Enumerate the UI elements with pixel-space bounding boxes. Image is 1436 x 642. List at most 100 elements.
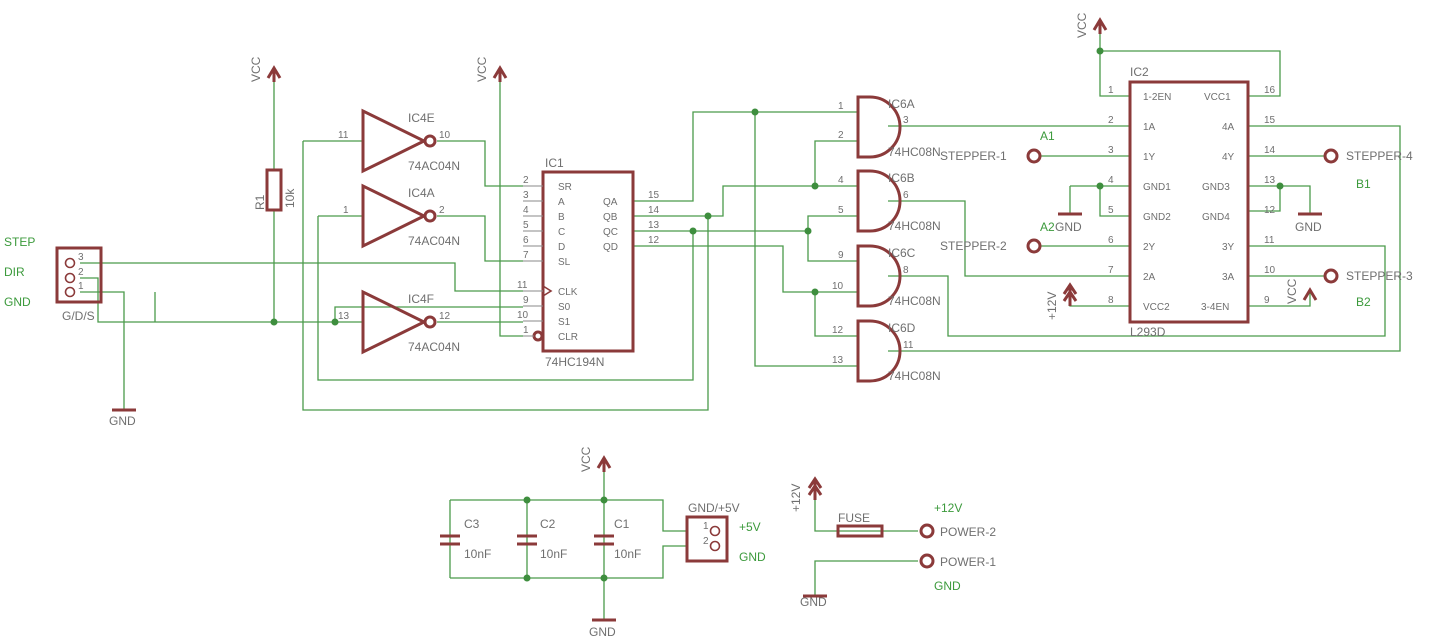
svg-text:11: 11 (517, 280, 528, 291)
svg-text:10: 10 (517, 310, 529, 321)
svg-text:IC4A: IC4A (408, 186, 435, 200)
svg-text:POWER-2: POWER-2 (940, 525, 996, 539)
svg-text:1A: 1A (1143, 122, 1156, 133)
pad-stepper-3: STEPPER-3 (1323, 268, 1413, 284)
svg-text:IC6A: IC6A (888, 97, 915, 111)
svg-text:VCC: VCC (1075, 12, 1089, 38)
capacitor-c1: C1 10nF (594, 517, 641, 561)
svg-text:2A: 2A (1143, 272, 1156, 283)
svg-text:74HC08N: 74HC08N (888, 369, 941, 383)
wire-power-gnd (814, 560, 918, 596)
svg-text:C1: C1 (614, 517, 630, 531)
svg-text:SR: SR (558, 182, 572, 193)
capacitor-c3: C3 10nF (440, 517, 491, 561)
svg-text:10: 10 (439, 130, 451, 141)
svg-text:SL: SL (558, 257, 571, 268)
gnd-symbol-ic2-right: GND (1295, 212, 1322, 234)
svg-text:74HC08N: 74HC08N (888, 219, 941, 233)
svg-text:13: 13 (338, 311, 350, 322)
svg-text:+12V: +12V (789, 484, 803, 512)
wire-ic4e-in (302, 140, 709, 411)
svg-text:GND: GND (1295, 220, 1322, 234)
net-label-power-gnd: GND (934, 579, 961, 593)
svg-text:QA: QA (603, 197, 618, 208)
svg-text:VCC2: VCC2 (1143, 302, 1170, 313)
svg-text:13: 13 (648, 220, 660, 231)
wire-3-4en (1248, 291, 1311, 307)
vcc-symbol-ic1: VCC (475, 56, 508, 82)
svg-text:5: 5 (1108, 205, 1114, 216)
net-label-12v: +12V (934, 501, 962, 515)
net-label-5v-gnd: GND (739, 550, 766, 564)
connector-gds-label: G/D/S (62, 309, 95, 323)
wire-2a (888, 200, 1130, 277)
svg-text:3: 3 (903, 115, 909, 126)
net-label-b1: B1 (1356, 177, 1371, 191)
svg-text:16: 16 (1264, 85, 1276, 96)
svg-text:9: 9 (1264, 295, 1270, 306)
svg-text:STEPPER-1: STEPPER-1 (940, 149, 1007, 163)
svg-text:GND1: GND1 (1143, 182, 1171, 193)
svg-text:74HC08N: 74HC08N (888, 145, 941, 159)
svg-text:12: 12 (832, 325, 844, 336)
wire-4a (888, 125, 1401, 352)
svg-text:12: 12 (1264, 205, 1276, 216)
pad-stepper-4: STEPPER-4 (1323, 148, 1413, 164)
svg-text:GND2: GND2 (1143, 212, 1171, 223)
svg-text:11: 11 (1264, 235, 1275, 246)
gnd-symbol-caps: GND (589, 618, 616, 639)
inverter-ic4e: IC4E 74AC04N 11 10 (338, 108, 460, 174)
wire-step (80, 262, 523, 292)
svg-text:1: 1 (523, 325, 529, 336)
svg-text:GND: GND (1055, 220, 1082, 234)
svg-text:15: 15 (648, 190, 660, 201)
svg-text:3: 3 (1108, 145, 1114, 156)
wire-gnd12 (1069, 185, 1130, 217)
junctions (270, 47, 1284, 582)
vcc-symbol-r1: VCC (249, 56, 282, 82)
svg-text:8: 8 (903, 265, 909, 276)
svg-text:74AC04N: 74AC04N (408, 234, 460, 248)
svg-text:10: 10 (1264, 265, 1276, 276)
ic2-motor-driver: IC2 L293D 1-2EN 1A 1Y GND1 GND2 2Y 2A VC… (1108, 65, 1276, 339)
svg-text:10: 10 (832, 281, 844, 292)
ic1-shift-register: IC1 74HC194N SR A B C D SL CLK S0 S1 CLR… (517, 156, 660, 369)
svg-text:7: 7 (523, 250, 529, 261)
net-label-a2: A2 (1040, 220, 1055, 234)
svg-text:R1: R1 (253, 194, 267, 210)
svg-text:4A: 4A (1222, 122, 1235, 133)
pad-stepper-2: STEPPER-2 (940, 238, 1042, 254)
wire-ic2-vcc (1099, 30, 1281, 97)
svg-text:13: 13 (832, 355, 844, 366)
svg-text:74HC194N: 74HC194N (545, 355, 604, 369)
svg-text:11: 11 (903, 340, 914, 351)
wire-qb (633, 185, 858, 217)
svg-text:2: 2 (838, 130, 844, 141)
wire-qc (633, 230, 858, 262)
gnd-symbol-connector: GND (109, 408, 136, 428)
svg-text:QD: QD (603, 242, 618, 253)
net-label-dir: DIR (4, 265, 25, 279)
inverter-ic4f: IC4F 74AC04N 13 12 (338, 289, 460, 355)
wire-3a (888, 245, 1386, 337)
gnd-symbol-power: GND (800, 594, 827, 609)
connector-gds: 3 2 1 G/D/S (55, 246, 103, 323)
svg-text:GND: GND (589, 625, 616, 639)
svg-text:2: 2 (523, 175, 529, 186)
svg-text:GND3: GND3 (1202, 182, 1230, 193)
svg-text:5: 5 (523, 220, 529, 231)
net-label-step: STEP (4, 235, 35, 249)
wire-and-b (814, 140, 858, 186)
pad-power-1: POWER-1 (919, 553, 996, 569)
net-label-gnd-signal: GND (4, 295, 31, 309)
svg-text:IC6C: IC6C (888, 246, 916, 260)
svg-text:2: 2 (703, 536, 709, 547)
svg-text:STEPPER-4: STEPPER-4 (1346, 149, 1413, 163)
svg-text:1-2EN: 1-2EN (1143, 92, 1171, 103)
svg-text:3: 3 (78, 252, 84, 263)
svg-text:8: 8 (1108, 295, 1114, 306)
and-gate-ic6a: IC6A 74HC08N 1 2 3 (838, 95, 941, 159)
svg-text:L293D: L293D (1130, 325, 1166, 339)
svg-text:D: D (558, 242, 565, 253)
